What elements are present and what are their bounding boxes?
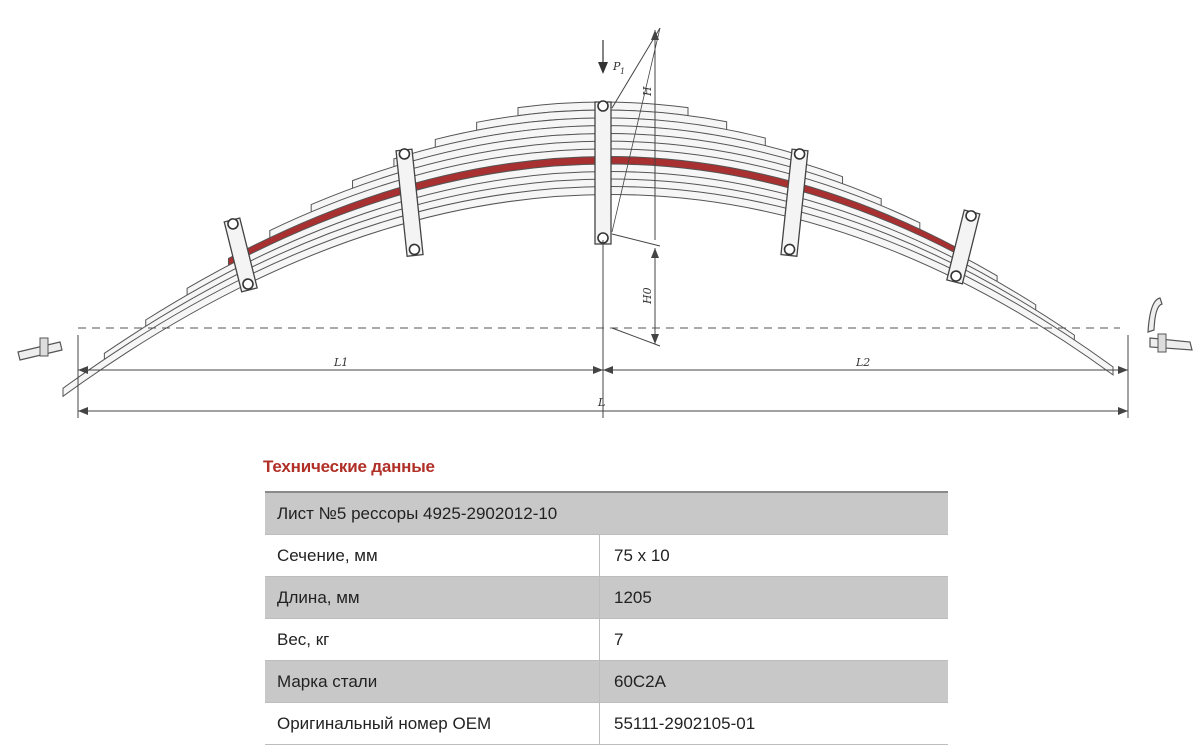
spec-row: Длина, мм 1205 <box>265 576 948 619</box>
height-zero-dimension: H0 <box>611 233 661 347</box>
spec-label: Вес, кг <box>265 618 600 661</box>
load-label-sub: 1 <box>620 67 625 76</box>
height-zero-label: H0 <box>641 287 654 305</box>
spring-leaf <box>62 185 1114 398</box>
length-dimensions: L1 L2 L <box>77 335 1129 418</box>
leaf-clamp <box>946 209 981 285</box>
spec-label: Марка стали <box>265 660 600 703</box>
height-label: H <box>641 86 654 97</box>
height-dimension: H <box>611 27 661 240</box>
rear-spring-hook <box>1147 297 1193 353</box>
spec-value: 60С2А <box>599 660 948 703</box>
spec-value: 75 х 10 <box>599 534 948 577</box>
spec-value: 55111-2902105-01 <box>599 702 948 745</box>
spec-header-row: Лист №5 рессоры 4925-2902012-10 <box>265 491 948 535</box>
leaf-clamp <box>395 148 424 257</box>
spec-header: Лист №5 рессоры 4925-2902012-10 <box>265 491 948 535</box>
spec-row: Вес, кг 7 <box>265 618 948 661</box>
spec-row: Оригинальный номер ОЕМ 55111-2902105-01 <box>265 702 948 745</box>
half-length-right-label: L2 <box>855 356 870 369</box>
spec-label: Длина, мм <box>265 576 600 619</box>
total-length-label: L <box>597 396 605 409</box>
section-title: Технические данные <box>263 457 435 476</box>
spec-value: 7 <box>599 618 948 661</box>
leaf-clamp <box>780 148 809 257</box>
spec-row: Сечение, мм 75 х 10 <box>265 534 948 577</box>
spec-label: Сечение, мм <box>265 534 600 577</box>
clamps <box>223 100 981 293</box>
load-label: P <box>612 60 621 73</box>
spec-label: Оригинальный номер ОЕМ <box>265 702 600 745</box>
load-arrow: P 1 <box>598 40 625 76</box>
spec-value: 1205 <box>599 576 948 619</box>
center-bolt-clamp <box>594 100 612 245</box>
front-spring-eye <box>17 337 63 361</box>
leaf-spring-drawing: P 1 H H0 L1 L2 L <box>17 27 1193 418</box>
leaf-clamp <box>223 217 258 293</box>
half-length-left-label: L1 <box>333 356 348 369</box>
spec-row: Марка стали 60С2А <box>265 660 948 703</box>
spec-table: Лист №5 рессоры 4925-2902012-10 Сечение,… <box>265 491 948 745</box>
